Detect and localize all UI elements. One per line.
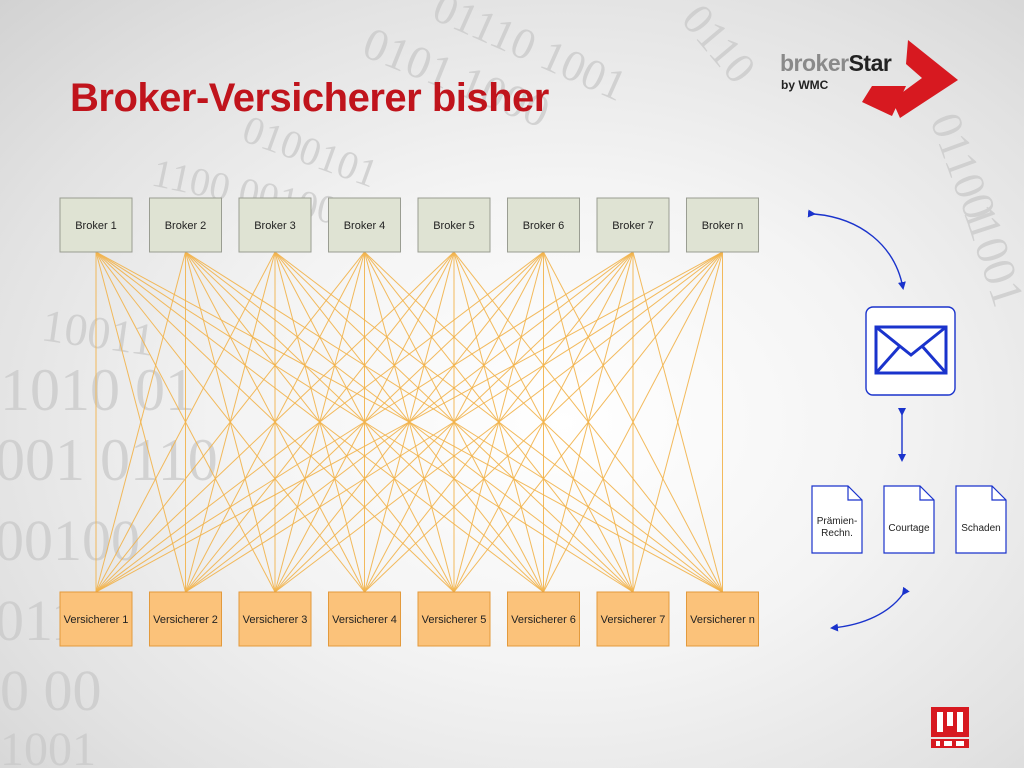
broker-node-box <box>328 197 401 253</box>
broker-node-6[interactable]: Broker 6 <box>507 197 580 253</box>
broker-node-box <box>507 197 580 253</box>
logo-byline: by WMC <box>781 78 829 92</box>
document-label: Courtage <box>888 523 930 534</box>
arrow-bottom-curve <box>830 586 910 632</box>
document-1[interactable]: Prämien-Rechn. <box>811 485 863 554</box>
envelope-box[interactable] <box>865 306 956 396</box>
document-label: Rechn. <box>821 528 853 539</box>
document-group: Prämien-Rechn. Courtage Schaden <box>811 485 1007 554</box>
connector-line <box>274 251 723 593</box>
wmc-logo-icon <box>931 707 969 748</box>
broker-node-1[interactable]: Broker 1 <box>59 197 133 253</box>
document-icon <box>811 485 863 554</box>
broker-node-box <box>417 197 491 253</box>
connector-line <box>95 251 723 593</box>
insurer-node-5[interactable]: Versicherer 5 <box>417 591 491 647</box>
svg-text:001 0110: 001 0110 <box>0 427 218 493</box>
broker-node-2[interactable]: Broker 2 <box>149 197 222 253</box>
logo-wordmark: brokerStar <box>780 50 892 76</box>
connector-line <box>185 251 723 593</box>
svg-text:1010 01: 1010 01 <box>0 357 195 423</box>
broker-node-label: Broker n <box>702 220 744 232</box>
document-icon <box>955 485 1007 554</box>
document-icon <box>883 485 935 554</box>
svg-text:1001: 1001 <box>0 723 96 768</box>
insurer-node-box <box>149 591 222 647</box>
svg-text:0 00: 0 00 <box>0 658 102 723</box>
document-fold <box>991 486 1006 501</box>
insurer-node-4[interactable]: Versicherer 4 <box>328 591 401 647</box>
broker-node-label: Broker 3 <box>254 220 296 232</box>
broker-node-box <box>596 197 670 253</box>
insurer-node-label: Versicherer 4 <box>332 614 397 626</box>
document-fold <box>919 486 934 501</box>
connector-lines <box>95 251 723 593</box>
logo-star-text: Star <box>848 50 892 76</box>
insurer-node-3[interactable]: Versicherer 3 <box>238 591 312 647</box>
insurer-node-7[interactable]: Versicherer 7 <box>596 591 670 647</box>
logo-broker-text: broker <box>780 50 849 76</box>
broker-node-5[interactable]: Broker 5 <box>417 197 491 253</box>
envelope-icon <box>874 325 948 375</box>
connector-line <box>95 251 634 593</box>
connector-line <box>364 251 723 593</box>
brokerstar-logo: brokerStar by WMC <box>780 38 970 120</box>
insurer-node-6[interactable]: Versicherer 6 <box>507 591 580 647</box>
insurer-node-label: Versicherer 2 <box>153 614 218 626</box>
broker-node-7[interactable]: Broker 7 <box>596 197 670 253</box>
document-label: Prämien- <box>817 516 858 527</box>
broker-node-4[interactable]: Broker 4 <box>328 197 401 253</box>
connector-line <box>543 251 723 593</box>
insurer-node-label: Versicherer 1 <box>64 614 129 626</box>
document-3[interactable]: Schaden <box>955 485 1007 554</box>
insurer-node-label: Versicherer 7 <box>601 614 666 626</box>
broker-node-3[interactable]: Broker 3 <box>238 197 312 253</box>
broker-node-label: Broker 6 <box>523 220 565 232</box>
broker-node-label: Broker 4 <box>344 220 386 232</box>
slide-title: Broker-Versicherer bisher <box>70 76 549 120</box>
insurer-node-box <box>59 591 133 647</box>
insurer-node-label: Versicherer 5 <box>422 614 487 626</box>
broker-node-label: Broker 2 <box>165 220 207 232</box>
document-2[interactable]: Courtage <box>883 485 935 554</box>
insurer-node-box <box>238 591 312 647</box>
connector-line <box>453 251 723 593</box>
document-label: Schaden <box>961 523 1000 534</box>
broker-node-box <box>149 197 222 253</box>
broker-node-8[interactable]: Broker n <box>686 197 759 253</box>
connector-line <box>95 251 455 593</box>
insurer-node-2[interactable]: Versicherer 2 <box>149 591 222 647</box>
document-fold <box>847 486 862 501</box>
svg-text:00100: 00100 <box>0 508 140 573</box>
connector-line <box>95 251 186 593</box>
insurer-node-box <box>596 591 670 647</box>
broker-node-box <box>686 197 759 253</box>
insurer-row: Versicherer 1 Versicherer 2 Versicherer 3 V… <box>59 591 759 647</box>
broker-node-label: Broker 1 <box>75 220 117 232</box>
connector-line <box>95 251 544 593</box>
insurer-node-box <box>507 591 580 647</box>
insurer-node-label: Versicherer n <box>690 614 755 626</box>
insurer-node-box <box>328 591 401 647</box>
arrow-top-curve <box>807 209 906 290</box>
broker-row: Broker 1 Broker 2 Broker 3 Broker 4 Broker 5… <box>59 197 759 253</box>
broker-node-box <box>238 197 312 253</box>
connector-line <box>632 251 723 593</box>
connector-line <box>95 251 365 593</box>
star-mark-icon <box>862 40 958 118</box>
connector-line <box>95 251 276 593</box>
insurer-node-8[interactable]: Versicherer n <box>686 591 759 647</box>
broker-node-label: Broker 5 <box>433 220 475 232</box>
broker-node-label: Broker 7 <box>612 220 654 232</box>
insurer-node-box <box>417 591 491 647</box>
insurer-node-box <box>686 591 759 647</box>
broker-node-box <box>59 197 133 253</box>
insurer-node-label: Versicherer 6 <box>511 614 576 626</box>
insurer-node-1[interactable]: Versicherer 1 <box>59 591 133 647</box>
insurer-node-label: Versicherer 3 <box>243 614 308 626</box>
